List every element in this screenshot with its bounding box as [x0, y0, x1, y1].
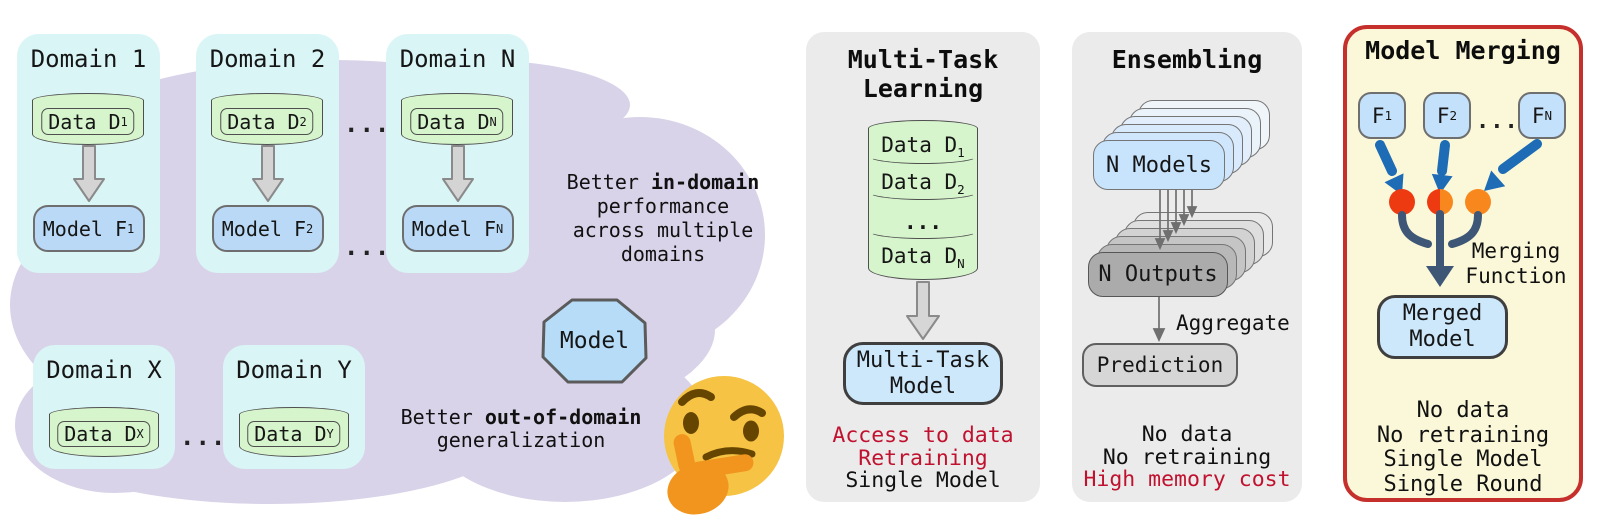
cylinder-divider — [868, 223, 978, 239]
down-arrow-icon — [251, 145, 284, 202]
ensemble-arrows — [1152, 190, 1198, 343]
stacked-data-cylinder: Data D1 Data D2 ... Data DN — [868, 120, 978, 280]
merge-node-orange — [1465, 189, 1491, 215]
cylinder-divider — [868, 148, 978, 164]
n-outputs-label: N Outputs — [1098, 262, 1218, 287]
panel-title: Ensembling — [1111, 45, 1263, 74]
domain-title: Domain 2 — [209, 45, 326, 73]
merge-node-red — [1389, 189, 1415, 215]
down-arrow-icon — [906, 281, 940, 340]
mtl-notes: Access to data Retraining Single Model — [806, 423, 1040, 493]
domain-title: Domain 1 — [30, 45, 147, 73]
thought-puff — [636, 439, 664, 461]
domain-title: Domain X — [46, 356, 162, 384]
ensembling-notes: No data No retraining High memory cost — [1072, 422, 1302, 492]
cylinder-row: Data D2 — [881, 170, 965, 198]
down-arrow-icon — [441, 145, 474, 202]
cylinder-body — [32, 100, 144, 145]
cylinder-row: Data D1 — [881, 133, 965, 161]
note-single-round: Single Round — [1383, 471, 1543, 497]
note-access-to-data: Access to data — [832, 423, 1014, 448]
down-arrow-icon — [72, 145, 105, 202]
thought-puff — [669, 355, 695, 375]
note-no-data: No data — [1141, 422, 1233, 447]
model-octagon: Model — [538, 298, 651, 384]
merging-notes: No data No retraining Single Model Singl… — [1343, 398, 1583, 497]
merge-node-bicolor — [1427, 189, 1453, 215]
merging-function-label: Merging Function — [1465, 239, 1567, 288]
note-single-model: Single Model — [845, 468, 1001, 493]
note-no-retraining: No retraining — [1102, 444, 1272, 470]
panel-title: Model Merging — [1365, 36, 1561, 65]
note-no-data: No data — [1416, 398, 1510, 423]
in-domain-text: Better in-domain performance across mult… — [566, 170, 760, 266]
merged-model-box: Merged Model — [1377, 295, 1508, 359]
note-retraining: Retraining — [858, 445, 988, 471]
ellipsis-data-row: ... — [344, 110, 391, 138]
note-single-model: Single Model — [1383, 447, 1543, 472]
ellipsis-model-row: ... — [344, 233, 391, 261]
thought-puff — [648, 308, 688, 336]
octagon-label: Model — [559, 328, 630, 354]
cylinder-row: Data DN — [881, 244, 965, 272]
thinking-emoji-icon — [664, 376, 784, 515]
panel-multi-task-learning: Multi-Task Learning Data D1 Data D2 ... … — [806, 32, 1040, 502]
prediction-box: Prediction — [1082, 343, 1238, 387]
panel-ensembling: Ensembling N Models N Outputs — [1072, 32, 1302, 502]
n-outputs-card: N Outputs — [1088, 252, 1228, 297]
multi-task-model-box: Multi-Task Model — [843, 342, 1003, 405]
aggregate-label: Aggregate — [1176, 311, 1290, 335]
octagon-shape — [541, 298, 648, 384]
ellipsis-f-row: ... — [1476, 109, 1519, 134]
ellipsis-bottom-row: ... — [180, 423, 227, 451]
cylinder-row: ... — [904, 210, 942, 234]
domain-title: Domain N — [399, 45, 516, 73]
merging-graphics — [1375, 139, 1542, 287]
cylinder-divider — [868, 184, 978, 200]
out-of-domain-text: Better out-of-domain generalization — [400, 405, 642, 452]
cylinder-body — [211, 100, 323, 145]
panel-title: Multi-Task Learning — [847, 45, 999, 103]
cylinder-body — [401, 100, 513, 145]
note-high-memory-cost: High memory cost — [1083, 467, 1291, 492]
n-models-card: N Models — [1093, 140, 1225, 190]
n-models-label: N Models — [1106, 152, 1212, 178]
domain-title: Domain Y — [236, 356, 352, 384]
note-no-retraining: No retraining — [1376, 422, 1550, 448]
